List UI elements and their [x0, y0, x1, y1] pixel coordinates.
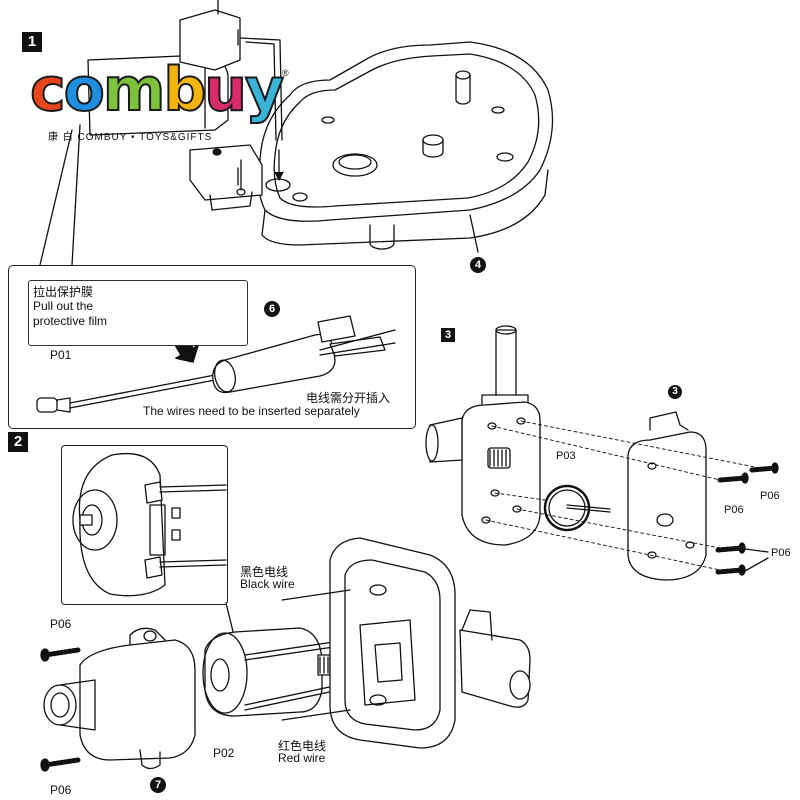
part-p02-label: P02 [213, 746, 235, 760]
logo-letter-y: y [244, 55, 285, 125]
logo-registered-mark: ® [282, 68, 289, 78]
logo-letter-m: m [102, 55, 167, 125]
part-p03-label: P03 [556, 450, 576, 462]
logo-letter-u: u [203, 55, 248, 125]
wire-note-en: The wires need to be inserted separately [143, 404, 360, 418]
gearbox-housing-illustration [257, 41, 554, 250]
red-wire-cn: 红色电线 [278, 739, 327, 753]
detail-motor-cap-illustration [72, 452, 241, 661]
pull-film-cn: 拉出保护膜 [33, 285, 94, 299]
logo-letter-c: c [29, 55, 67, 125]
part-p06-label-c: P06 [771, 547, 791, 559]
wire-note-cn: 电线需分开插入 [306, 391, 391, 405]
callout-box [8, 265, 416, 429]
pull-film-en-line1: Pull out the [33, 299, 94, 313]
part-6-marker: 6 [264, 301, 280, 317]
part-7-marker: 7 [150, 777, 166, 793]
step3-assembly-illustration [425, 325, 779, 581]
black-wire-en: Black wire [240, 577, 295, 591]
part-p06-label-a: P06 [760, 490, 780, 502]
part-p06-label-b: P06 [724, 504, 744, 516]
logo-subtitle: 康 白 COMBUY • TOYS&GIFTS [48, 132, 213, 143]
combuy-logo: combuy ® 康 白 COMBUY • TOYS&GIFTS [29, 55, 292, 148]
part-p01-label: P01 [50, 348, 72, 362]
detail-inset-box [61, 445, 228, 605]
logo-wordmark: combuy [29, 55, 285, 125]
step-2-badge: 2 [8, 432, 28, 452]
part-p06-label-top: P06 [50, 617, 72, 631]
callout-motor-illustration [36, 315, 396, 413]
step2-assembly-illustration [40, 537, 531, 772]
part-3-marker: 3 [668, 385, 682, 399]
motor-assembly-top [87, 0, 291, 211]
step-1-badge: 1 [22, 32, 42, 52]
pull-film-en-line2: protective film [33, 314, 108, 328]
protective-film-inset [28, 280, 248, 346]
black-wire-cn: 黑色电线 [240, 565, 289, 579]
logo-letter-b: b [162, 55, 207, 125]
part-4-marker: 4 [470, 257, 486, 273]
step-3-badge: 3 [441, 328, 455, 342]
red-wire-en: Red wire [278, 751, 326, 765]
part-p06-label-bottom: P06 [50, 783, 72, 797]
logo-letter-o: o [63, 55, 106, 125]
